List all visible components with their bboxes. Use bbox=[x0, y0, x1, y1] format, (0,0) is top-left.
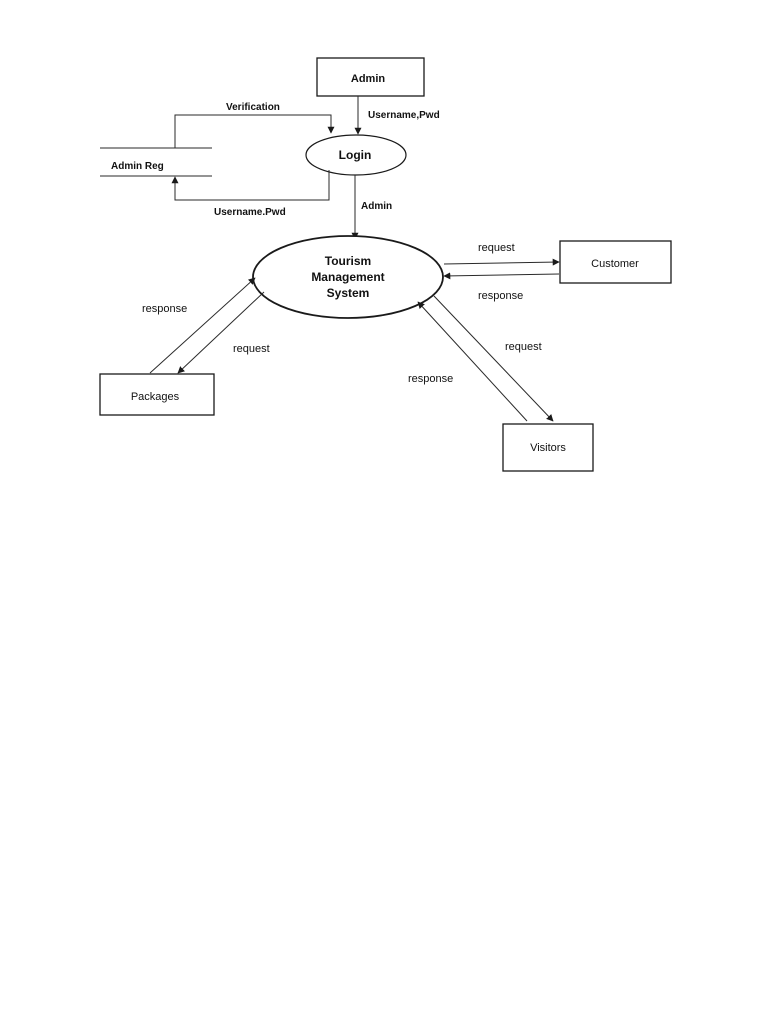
flow-login-to-system: Admin bbox=[351, 175, 392, 240]
admin-reg-datastore: Admin Reg bbox=[100, 147, 212, 177]
packages-entity: Packages bbox=[99, 373, 215, 416]
flow-store-to-login: Verification bbox=[174, 102, 335, 148]
flow-visitors-to-system: response bbox=[408, 301, 528, 422]
login-process: Login bbox=[305, 134, 407, 176]
system-label-line2: Management bbox=[311, 270, 384, 284]
flow-system-to-customer: request bbox=[443, 242, 560, 266]
flow-store-to-login-label: Verification bbox=[226, 102, 280, 113]
flow-admin-to-login: Username,Pwd bbox=[354, 96, 440, 135]
flow-customer-to-system-label: response bbox=[478, 290, 523, 302]
customer-entity-label: Customer bbox=[591, 258, 639, 270]
flow-system-to-packages: request bbox=[177, 291, 270, 374]
login-process-label: Login bbox=[339, 148, 372, 162]
tourism-management-system-process: Tourism Management System bbox=[252, 235, 444, 319]
admin-entity-label: Admin bbox=[351, 73, 386, 85]
flow-visitors-to-system-label: response bbox=[408, 373, 453, 385]
flow-customer-to-system: response bbox=[443, 272, 560, 302]
flow-admin-to-login-label: Username,Pwd bbox=[368, 110, 440, 121]
packages-entity-label: Packages bbox=[131, 391, 180, 403]
flow-login-to-store-label: Username.Pwd bbox=[214, 207, 286, 218]
flow-system-to-packages-label: request bbox=[233, 343, 270, 355]
flow-system-to-visitors: request bbox=[433, 295, 554, 422]
customer-entity: Customer bbox=[559, 240, 672, 284]
flow-packages-to-system-label: response bbox=[142, 303, 187, 315]
flow-login-to-store: Username.Pwd bbox=[171, 170, 330, 218]
system-label-line3: System bbox=[327, 286, 370, 300]
flow-system-to-visitors-label: request bbox=[505, 341, 542, 353]
system-label-line1: Tourism bbox=[325, 254, 371, 268]
admin-reg-label: Admin Reg bbox=[111, 161, 164, 172]
admin-entity: Admin bbox=[316, 57, 425, 97]
flow-login-to-system-label: Admin bbox=[361, 201, 392, 212]
flow-packages-to-system: response bbox=[142, 277, 256, 374]
visitors-entity-label: Visitors bbox=[530, 442, 566, 454]
flow-system-to-customer-label: request bbox=[478, 242, 515, 254]
visitors-entity: Visitors bbox=[502, 423, 594, 472]
